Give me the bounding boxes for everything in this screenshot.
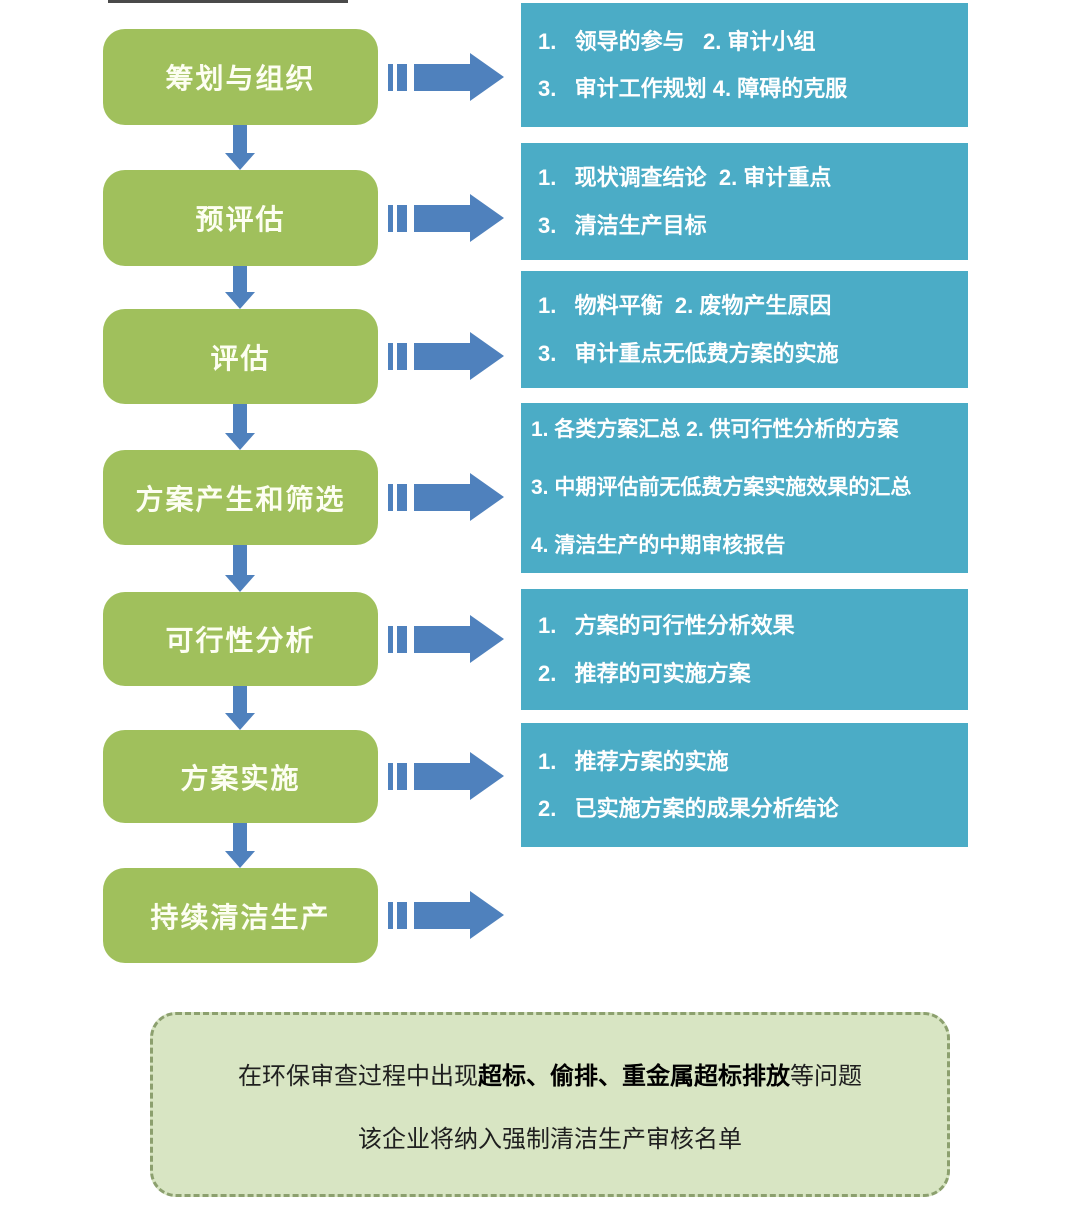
- top-border-artifact: [108, 0, 348, 3]
- arrow-body: [414, 625, 470, 653]
- arrow-stripe-thin: [388, 901, 393, 929]
- output-box-option-screening: 1. 各类方案汇总 2. 供可行性分析的方案 3. 中期评估前无低费方案实施效果…: [521, 403, 968, 573]
- output-line: 1. 物料平衡 2. 废物产生原因: [538, 293, 832, 318]
- striped-right-arrow-4: [388, 473, 504, 521]
- right-arrow-head-icon: [470, 752, 504, 800]
- down-arrow-6: [225, 823, 255, 868]
- output-line: 1. 现状调查结论 2. 审计重点: [538, 165, 832, 190]
- note-line-1-prefix: 在环保审查过程中出现: [238, 1062, 478, 1090]
- output-line: 1. 领导的参与 2. 审计小组: [538, 28, 816, 54]
- output-box-assessment: 1. 物料平衡 2. 废物产生原因 3. 审计重点无低费方案的实施: [521, 271, 968, 388]
- output-line: 3. 审计工作规划 4. 障碍的克服: [538, 76, 848, 101]
- step-box-continuous: 持续清洁生产: [103, 868, 378, 963]
- striped-right-arrow-5: [388, 615, 504, 663]
- output-line: 4. 清洁生产的中期审核报告: [531, 534, 786, 558]
- arrow-stripe-thin: [388, 625, 393, 653]
- output-box-feasibility: 1. 方案的可行性分析效果 2. 推荐的可实施方案: [521, 589, 968, 710]
- right-arrow-head-icon: [470, 891, 504, 939]
- step-box-assessment: 评估: [103, 309, 378, 404]
- down-arrow-1: [225, 125, 255, 170]
- down-arrow-stem: [233, 686, 247, 713]
- down-arrow-3: [225, 404, 255, 450]
- arrow-stripe-thin: [388, 63, 393, 91]
- striped-right-arrow-6: [388, 752, 504, 800]
- striped-right-arrow-2: [388, 194, 504, 242]
- arrow-stripe-thick: [397, 762, 407, 790]
- arrow-body: [414, 204, 470, 232]
- output-box-planning: 1. 领导的参与 2. 审计小组 3. 审计工作规划 4. 障碍的克服: [521, 3, 968, 127]
- down-arrow-head-icon: [225, 292, 255, 309]
- output-line: 2. 推荐的可实施方案: [538, 660, 751, 686]
- arrow-stripe-thin: [388, 342, 393, 370]
- note-line-1: 在环保审查过程中出现超标、偷排、重金属超标排放等问题: [238, 1056, 862, 1091]
- step-box-option-screening: 方案产生和筛选: [103, 450, 378, 545]
- down-arrow-head-icon: [225, 433, 255, 450]
- note-line-1-suffix: 等问题: [790, 1062, 862, 1090]
- step-box-planning: 筹划与组织: [103, 29, 378, 125]
- output-line: 3. 中期评估前无低费方案实施效果的汇总: [531, 475, 912, 499]
- down-arrow-4: [225, 545, 255, 592]
- down-arrow-head-icon: [225, 713, 255, 730]
- output-line: 1. 各类方案汇总 2. 供可行性分析的方案: [531, 417, 899, 441]
- step-box-preassessment: 预评估: [103, 170, 378, 266]
- arrow-body: [414, 63, 470, 91]
- arrow-stripe-thin: [388, 762, 393, 790]
- note-line-1-bold: 超标、偷排、重金属超标排放: [478, 1062, 790, 1090]
- arrow-stripe-thick: [397, 63, 407, 91]
- down-arrow-head-icon: [225, 153, 255, 170]
- striped-right-arrow-3: [388, 332, 504, 380]
- right-arrow-head-icon: [470, 332, 504, 380]
- arrow-stripe-thick: [397, 625, 407, 653]
- down-arrow-stem: [233, 404, 247, 433]
- arrow-stripe-thin: [388, 483, 393, 511]
- down-arrow-stem: [233, 125, 247, 153]
- striped-right-arrow-1: [388, 53, 504, 101]
- right-arrow-head-icon: [470, 615, 504, 663]
- down-arrow-5: [225, 686, 255, 730]
- output-line: 1. 方案的可行性分析效果: [538, 613, 795, 638]
- output-line: 2. 已实施方案的成果分析结论: [538, 796, 839, 821]
- down-arrow-stem: [233, 545, 247, 575]
- arrow-body: [414, 901, 470, 929]
- down-arrow-head-icon: [225, 851, 255, 868]
- output-line: 3. 审计重点无低费方案的实施: [538, 340, 839, 366]
- down-arrow-stem: [233, 823, 247, 851]
- down-arrow-2: [225, 266, 255, 309]
- arrow-body: [414, 483, 470, 511]
- right-arrow-head-icon: [470, 53, 504, 101]
- arrow-body: [414, 762, 470, 790]
- arrow-stripe-thin: [388, 204, 393, 232]
- step-box-feasibility: 可行性分析: [103, 592, 378, 686]
- output-box-preassessment: 1. 现状调查结论 2. 审计重点 3. 清洁生产目标: [521, 143, 968, 260]
- output-box-implementation: 1. 推荐方案的实施 2. 已实施方案的成果分析结论: [521, 723, 968, 847]
- mandatory-audit-note: 在环保审查过程中出现超标、偷排、重金属超标排放等问题 该企业将纳入强制清洁生产审…: [150, 1012, 950, 1197]
- note-line-2: 该企业将纳入强制清洁生产审核名单: [358, 1125, 742, 1153]
- output-line: 1. 推荐方案的实施: [538, 748, 729, 774]
- arrow-stripe-thick: [397, 901, 407, 929]
- right-arrow-head-icon: [470, 473, 504, 521]
- step-box-implementation: 方案实施: [103, 730, 378, 823]
- arrow-stripe-thick: [397, 204, 407, 232]
- right-arrow-head-icon: [470, 194, 504, 242]
- arrow-body: [414, 342, 470, 370]
- arrow-stripe-thick: [397, 483, 407, 511]
- striped-right-arrow-7: [388, 891, 504, 939]
- down-arrow-head-icon: [225, 575, 255, 592]
- down-arrow-stem: [233, 266, 247, 292]
- output-line: 3. 清洁生产目标: [538, 212, 707, 238]
- arrow-stripe-thick: [397, 342, 407, 370]
